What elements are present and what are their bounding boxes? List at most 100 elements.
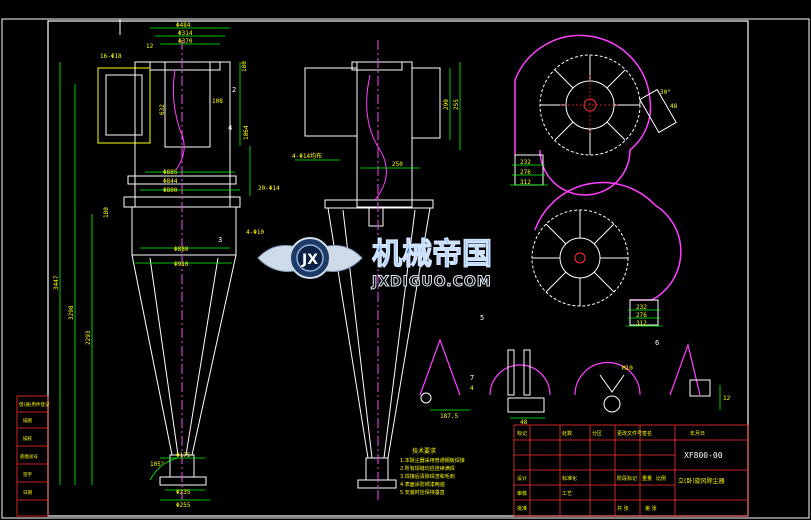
watermark: JX 机械帝国 JXDIGUO.COM: [257, 237, 493, 291]
dim-bottom-3: Φ255: [176, 502, 191, 509]
dim-inlet-holes: 16-Φ18: [100, 53, 122, 60]
tb-cell-5: 批准: [517, 505, 527, 512]
dim-inlet-5: 108: [212, 98, 223, 105]
note-3: 3.焊接后清除焊渣和毛刺: [400, 473, 455, 480]
side-table: [16, 395, 49, 517]
section-label-4: 4: [228, 124, 232, 132]
tb-cell-8: 比例: [656, 475, 666, 482]
tb-row-6: 年月日: [690, 430, 705, 437]
drawing-number: XF800-00: [684, 451, 723, 460]
tb-cell-2: 标准化: [562, 475, 577, 482]
drawing-border: [47, 20, 749, 517]
side-row-2: 描图: [23, 417, 32, 424]
dim-mid-2: Φ844: [163, 178, 178, 185]
front-dim-labels: Φ484 Φ314 Φ370 16-Φ18 12 632 180 108 344…: [53, 22, 280, 509]
notes-title: 技术要求: [412, 447, 436, 455]
tb-row-5: 签名: [642, 430, 652, 437]
watermark-cn: 机械帝国: [372, 237, 492, 272]
dim-side-3: 290: [443, 99, 450, 110]
watermark-logo: JX: [257, 237, 363, 279]
detail-dim-1: 187.5: [440, 413, 458, 420]
fan2-dim-3: 312: [636, 320, 647, 327]
section-label-6: 6: [655, 339, 659, 347]
tb-cell-7: 重量: [642, 475, 652, 482]
svg-text:JX: JX: [301, 252, 318, 268]
outer-frame: [1, 18, 810, 519]
fan1-dim-3: 312: [520, 179, 531, 186]
dim-height-2: 3298: [68, 305, 75, 320]
fan1-dim-4: 30°: [660, 89, 671, 96]
dim-mid-6: Φ910: [174, 261, 189, 268]
dim-height-3: 2293: [85, 330, 92, 345]
side-row-4: 底图总号: [20, 453, 38, 460]
section-label-7: 7: [470, 374, 474, 382]
section-labels: 2 3 4 5 6 7: [218, 86, 659, 382]
dimensions-front: [59, 27, 251, 501]
fan1-dim-2: 276: [520, 169, 531, 176]
cyclone-front-view: [97, 61, 241, 486]
dim-top-1: Φ484: [176, 22, 191, 29]
dim-mid-3: Φ800: [163, 187, 178, 194]
note-1: 1.本除尘器采用普通钢板焊接: [400, 457, 465, 464]
dim-top-2: Φ314: [178, 30, 193, 37]
tb-row-3: 分区: [592, 430, 602, 437]
tb-cell-1: 设计: [517, 475, 527, 482]
dim-mid-5: Φ880: [174, 246, 189, 253]
tb-cell-9: 共 张: [617, 505, 629, 512]
drawing-name: 立(卧)旋风除尘器: [678, 477, 725, 485]
title-block-text: 标记 处数 分区 更改文件号 签名 年月日 设计 标准化 审核 工艺 批准 阶段…: [517, 430, 705, 512]
tb-row-1: 标记: [517, 430, 527, 437]
dim-bottom-2: Φ235: [176, 489, 191, 496]
dim-top-3: Φ370: [178, 38, 193, 45]
side-table-text: 借(通)用件登记 描图 描校 底图总号 签字 日期: [19, 401, 50, 496]
side-row-3: 描校: [23, 435, 32, 442]
section-label-5: 5: [480, 314, 484, 322]
side-row-6: 日期: [23, 490, 32, 496]
dim-mid-1: Φ885: [163, 169, 178, 176]
dim-bottom-1: Φ175: [176, 452, 191, 459]
tb-cell-4: 工艺: [562, 491, 572, 497]
dim-mid-4: 20-Φ14: [258, 185, 280, 192]
tech-notes: 技术要求 1.本除尘器采用普通钢板焊接 2.所有焊缝均应连续满焊 3.焊接后清除…: [400, 447, 465, 496]
dim-height-5: 180: [103, 207, 110, 218]
dim-bottom-4: 105°: [150, 461, 164, 468]
dim-inlet-3: 632: [159, 104, 166, 115]
side-row-1: 借(通)用件登记: [19, 401, 50, 408]
tb-row-4: 更改文件号: [617, 430, 642, 437]
tb-row-2: 处数: [562, 430, 572, 437]
swirl-curve: [172, 69, 185, 171]
fan-view-bottom: 232 276 312: [531, 181, 682, 327]
detail-dim-5: M10: [622, 365, 633, 372]
tb-cell-10: 第 张: [645, 505, 657, 512]
fan1-dim-1: 232: [520, 159, 531, 166]
fan2-dim-2: 276: [636, 312, 647, 319]
dim-mid-7: 4-Φ10: [246, 229, 264, 236]
note-2: 2.所有焊缝均应连续满焊: [400, 465, 455, 472]
fan1-dim-5: 48: [670, 103, 678, 110]
dim-height-1: 3447: [53, 275, 60, 290]
section-label-2: 2: [232, 86, 236, 94]
side-dim-labels: 4-Φ14均布 250 290 255: [292, 99, 460, 168]
dimensions-side: [295, 62, 461, 169]
tb-cell-6: 阶段标记: [617, 475, 637, 482]
dim-side-4: 255: [453, 99, 460, 110]
dim-inlet-2: 12: [146, 43, 154, 50]
detail-dim-4: 4: [470, 385, 474, 392]
tb-cell-3: 审核: [517, 490, 527, 497]
dim-side-1: 4-Φ14均布: [292, 152, 322, 160]
watermark-en: JXDIGUO.COM: [371, 274, 492, 290]
dim-side-2: 250: [392, 161, 403, 168]
section-label-3: 3: [218, 236, 222, 244]
dim-inlet-4: 180: [241, 61, 248, 72]
fan-view-top: 232 276 312 30° 48: [510, 34, 678, 196]
title-block: [513, 424, 749, 517]
detail-views: 187.5 48 12 4 M10: [419, 338, 731, 426]
detail-dim-3: 12: [723, 395, 731, 402]
note-4: 4.表面涂防锈漆两遍: [400, 481, 445, 488]
side-row-5: 签字: [23, 471, 32, 478]
note-5: 5.安装时应保持垂直: [400, 489, 445, 496]
fan2-dim-1: 232: [636, 304, 647, 311]
dim-height-4: 1064: [243, 125, 250, 140]
swirl-side: [366, 74, 387, 201]
